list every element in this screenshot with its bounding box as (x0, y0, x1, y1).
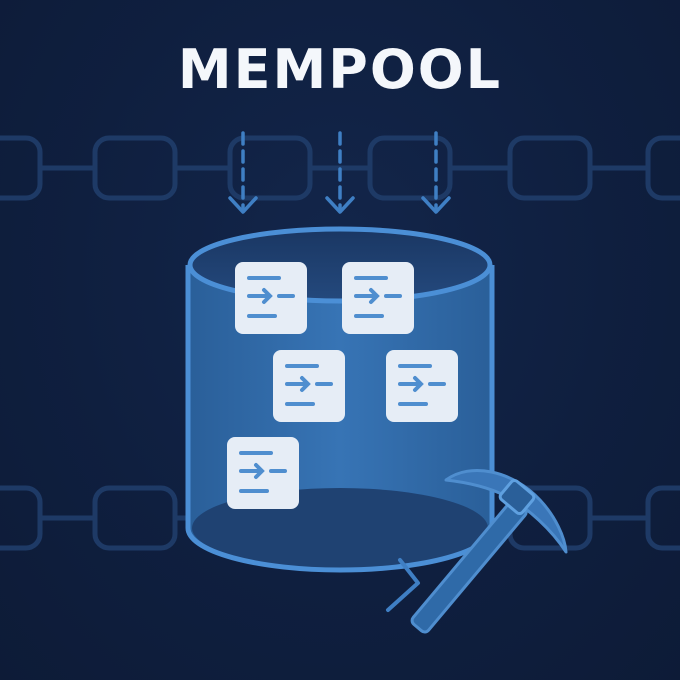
transaction-card-icon (342, 262, 414, 334)
arrow-down-icon (325, 131, 355, 214)
blockchain-strip-bottom (0, 485, 680, 551)
pickaxe-icon (410, 468, 568, 634)
incoming-arrows (228, 131, 451, 214)
chain-block (367, 135, 453, 201)
transaction-card-icon (235, 262, 307, 334)
page-title: MEMPOOL (177, 38, 503, 101)
arrow-down-icon (421, 131, 451, 214)
arrow-down-icon (228, 131, 258, 214)
transaction-card-icon (386, 350, 458, 422)
chain-block (0, 485, 43, 551)
chain-block (92, 135, 178, 201)
blockchain-strip-top (0, 135, 680, 201)
transaction-card-icon (227, 437, 299, 509)
transaction-cards (227, 262, 458, 509)
transaction-card-icon (273, 350, 345, 422)
chain-block (645, 135, 680, 201)
chain-block (645, 485, 680, 551)
chain-block (92, 485, 178, 551)
chain-block (507, 135, 593, 201)
chevron-right-icon (386, 558, 420, 612)
chain-block (0, 135, 43, 201)
